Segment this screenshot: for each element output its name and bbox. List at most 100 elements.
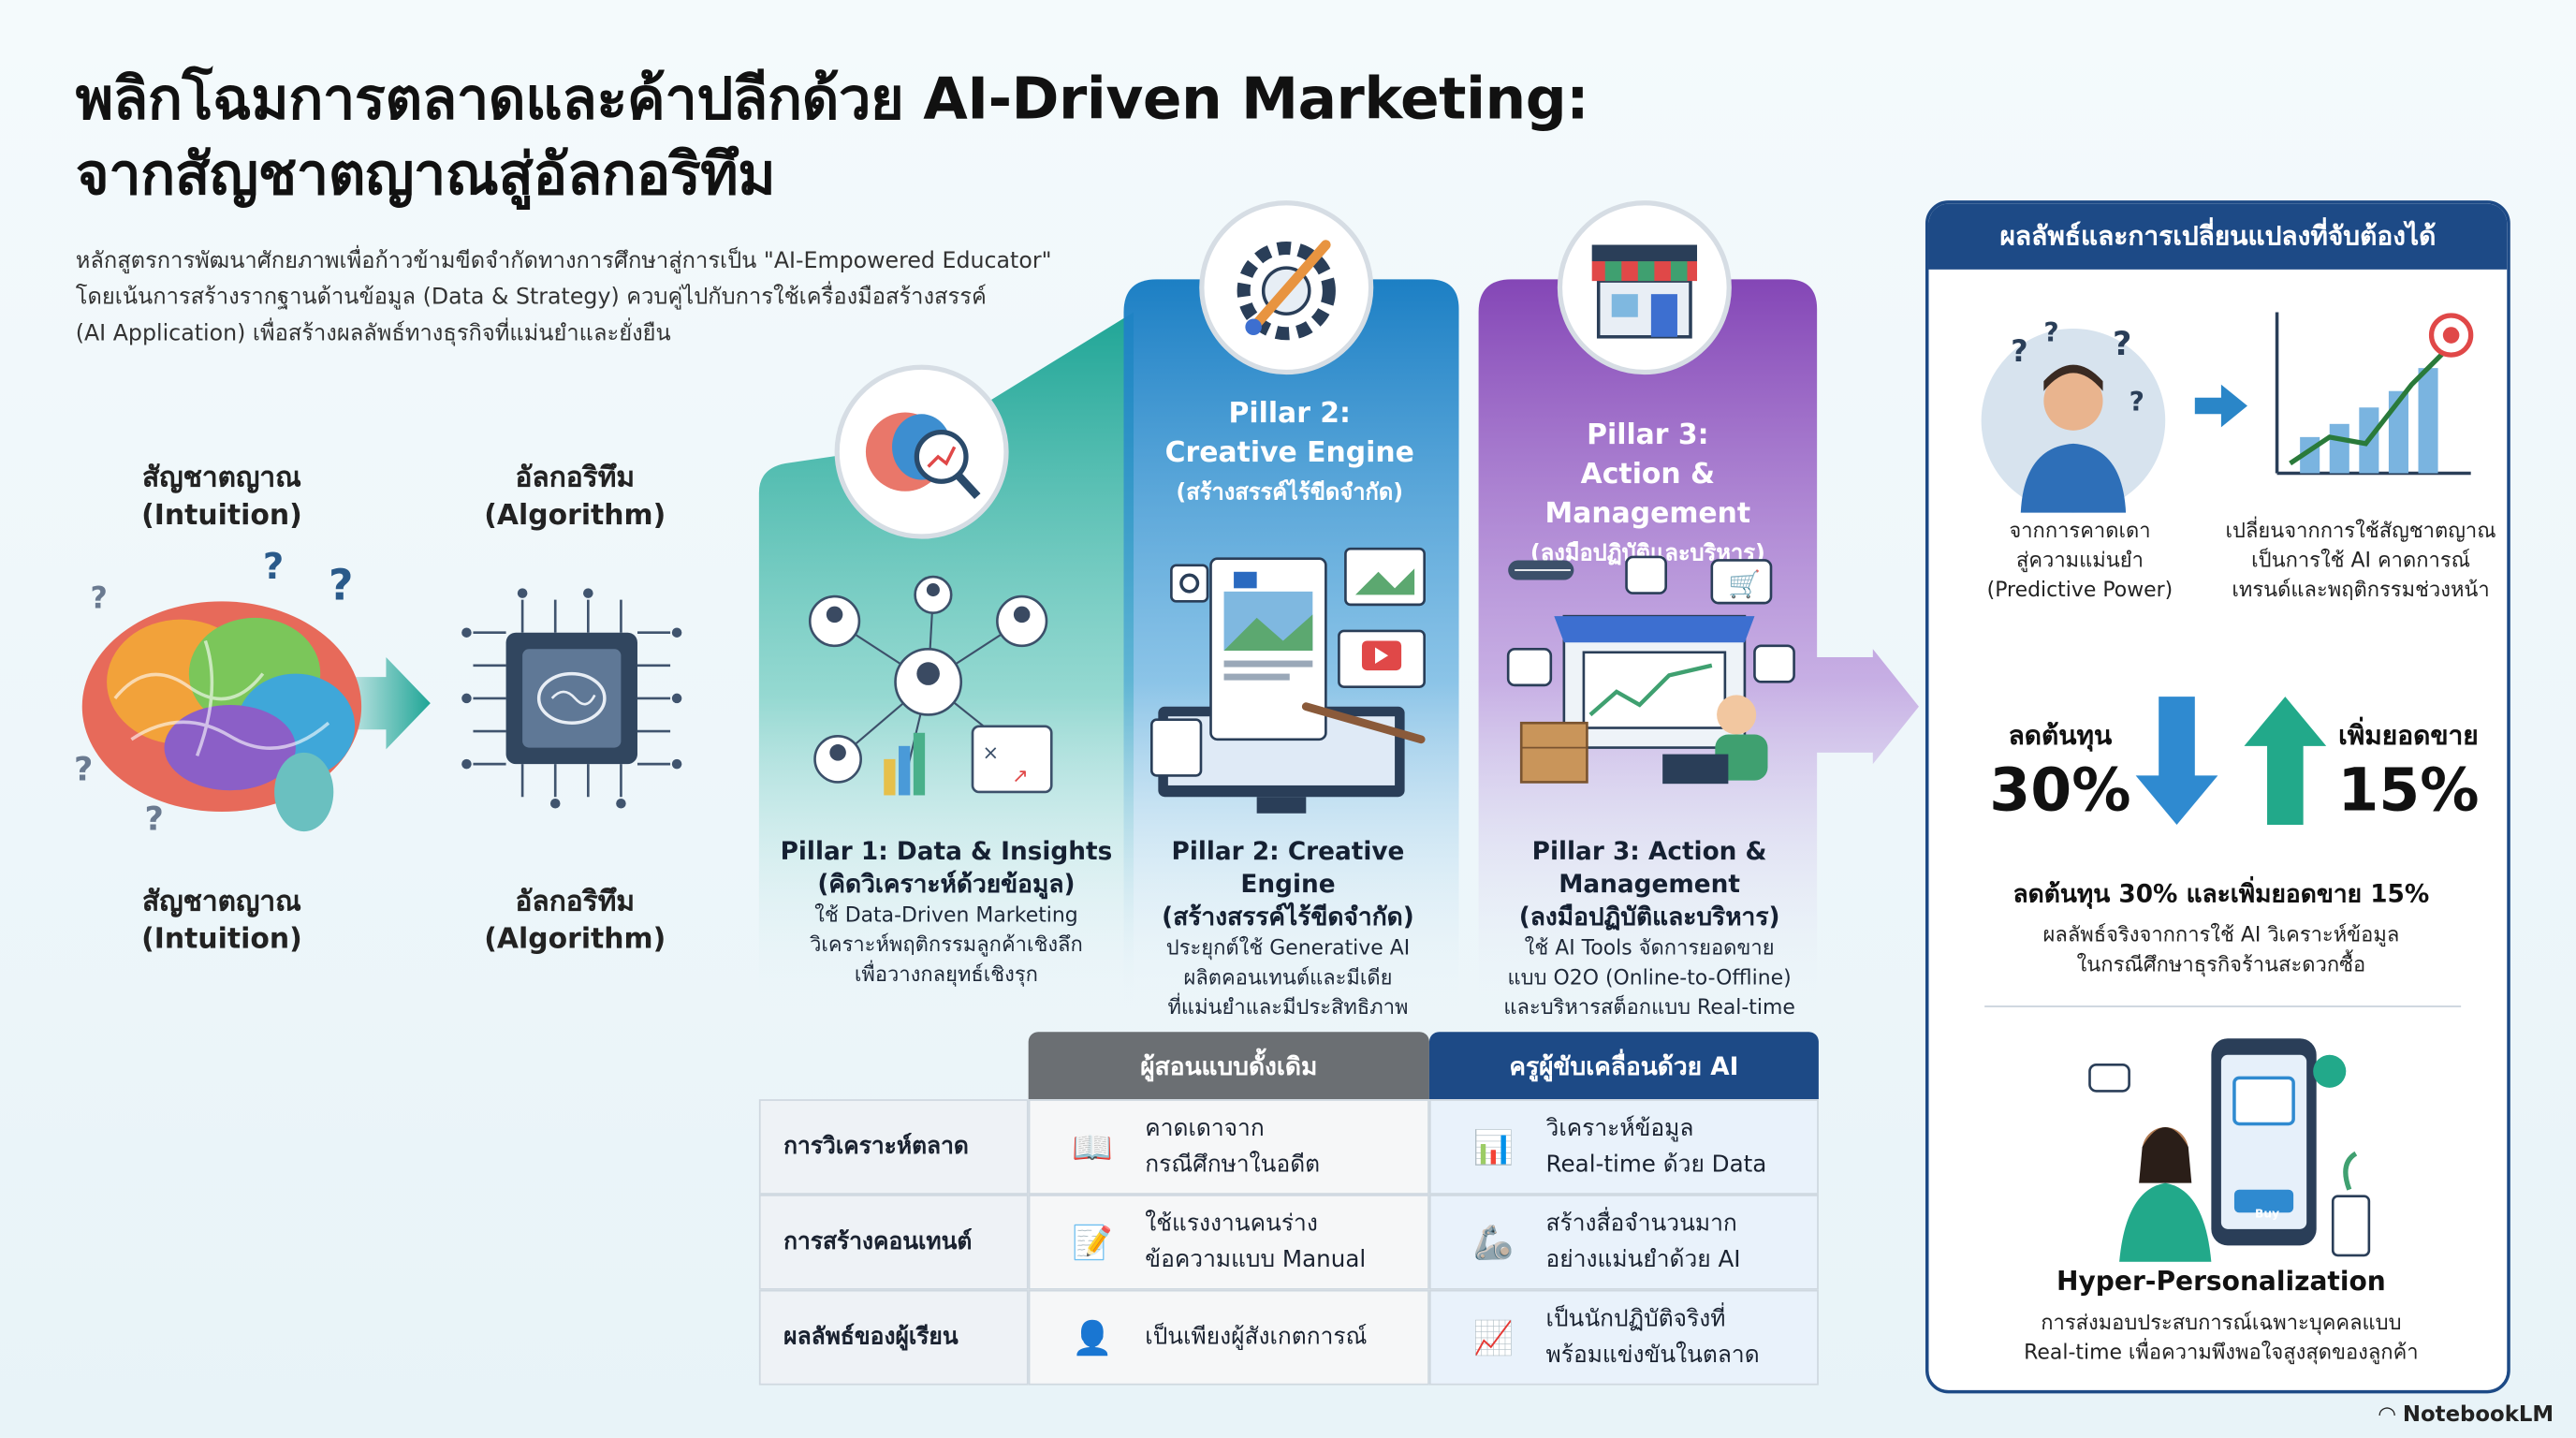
algorithm-th: อัลกอริทึม [515, 885, 636, 919]
pillar-3-body: แบบ O2O (Online-to-Offline) [1507, 964, 1792, 990]
pillar-2-title: Pillar 2: Creative Engine [1171, 836, 1405, 900]
ai-chip-icon [461, 588, 682, 809]
svg-text:?: ? [2043, 317, 2058, 348]
comparison-table: ผู้สอนแบบดั้งเดิม ครูผู้ขับเคลื่อนด้วย A… [758, 1032, 1819, 1393]
algorithm-en: (Algorithm) [484, 923, 666, 957]
caption-line: เทรนด์และพฤติกรรมช่วงหน้า [2232, 577, 2490, 602]
arrow-down-icon [2135, 697, 2218, 826]
intuition-en: (Intuition) [141, 499, 302, 533]
svg-text:?: ? [2113, 325, 2131, 363]
pillar-2-body: ผลิตคอนเทนต์และมีเดีย [1183, 964, 1393, 990]
cell-text: อย่างแม่นยำด้วย AI [1545, 1247, 1741, 1274]
pillar-3-caption: Pillar 3: Action & Management (ลงมือปฏิบ… [1456, 835, 1843, 1022]
svg-text:?: ? [263, 546, 284, 588]
caption-line: จากการคาดเดา [2009, 517, 2151, 543]
shopping-phone-illustration [2088, 1038, 2371, 1262]
predictive-caption: จากการคาดเดา สู่ความแม่นยำ (Predictive P… [1949, 516, 2212, 605]
intuition-th: สัญชาตญาณ [141, 885, 301, 919]
cell-text: คาดเดาจาก [1145, 1115, 1265, 1142]
pillar-1-body: วิเคราะห์พฤติกรรมลูกค้าเชิงลึก [810, 932, 1083, 957]
traditional-cell: 👤 เป็นเพียงผู้สังเกตการณ์ [1028, 1289, 1429, 1386]
pillar-2-banner: Pillar 2: Creative Engine (สร้างสรรค์ไร้… [1134, 394, 1445, 509]
content-creation-illustration [1150, 547, 1426, 814]
pillar-3-title: Pillar 3: Action & Management [1531, 836, 1767, 900]
cost-value: 30% [1989, 757, 2131, 826]
pillar-3-subtitle: (ลงมือปฏิบัติและบริหาร) [1518, 902, 1780, 932]
pillar-3-banner: Pillar 3: Action & Management (ลงมือปฏิบ… [1484, 416, 1812, 570]
pillar-1-body: ใช้ Data-Driven Marketing [814, 902, 1078, 927]
document-pen-icon: 📝 [1072, 1222, 1113, 1262]
sales-value: 15% [2337, 757, 2480, 826]
svg-text:🛒: 🛒 [1728, 569, 1761, 600]
notebooklm-logo-icon: ◠ [2378, 1402, 2403, 1429]
sales-label: เพิ่มยอดขาย [2338, 719, 2479, 752]
phone-buy-button: Buy [2254, 1207, 2280, 1222]
intuition-th: สัญชาตญาณ [141, 462, 301, 495]
pillar-2-banner-line2: Creative Engine [1164, 436, 1414, 470]
hp-line: การส่งมอบประสบการณ์เฉพาะบุคคลแบบ [2041, 1309, 2402, 1335]
svg-text:×: × [983, 741, 1000, 764]
intro-text: หลักสูตรการพัฒนาศักยภาพเพื่อก้าวข้ามขีดจ… [76, 243, 1127, 352]
title-line-1: พลิกโฉมการตลาดและค้าปลีกด้วย AI-Driven M… [75, 66, 1589, 134]
ai-cell: 📈 เป็นนักปฏิบัติจริงที่พร้อมแข่งขันในตลา… [1428, 1289, 1819, 1386]
brain-magnifier-icon [834, 364, 1009, 539]
cell-text: ข้อความแบบ Manual [1145, 1247, 1367, 1274]
row-label: การสร้างคอนเทนต์ [758, 1194, 1029, 1290]
cell-text: ใช้แรงงานคนร่าง [1145, 1211, 1318, 1238]
caption-line: เป็นการใช้ AI คาดการณ์ [2251, 547, 2470, 572]
algorithm-label-bottom: อัลกอริทึม (Algorithm) [452, 884, 698, 960]
svg-text:?: ? [144, 800, 163, 838]
svg-text:?: ? [329, 561, 353, 610]
pillar-2-subtitle: (สร้างสรรค์ไร้ขีดจำกัด) [1162, 902, 1414, 932]
table-row: ผลลัพธ์ของผู้เรียน 👤 เป็นเพียงผู้สังเกตก… [758, 1289, 1819, 1386]
ai-cell: 🦾 สร้างสื่อจำนวนมากอย่างแม่นยำด้วย AI [1428, 1194, 1819, 1290]
algorithm-th: อัลกอริทึม [515, 462, 636, 495]
row-label: การวิเคราะห์ตลาด [758, 1099, 1029, 1195]
divider [1984, 1005, 2462, 1007]
algorithm-en: (Algorithm) [484, 499, 666, 533]
pillar-3-body: และบริหารสต็อกแบบ Real-time [1503, 993, 1795, 1020]
hp-line: Real-time เพื่อความพึงพอใจสูงสุดของลูกค้… [2024, 1339, 2419, 1364]
robot-arm-icon: 🦾 [1472, 1222, 1515, 1262]
cell-text: พร้อมแข่งขันในตลาด [1545, 1342, 1760, 1369]
pillar-2-caption: Pillar 2: Creative Engine (สร้างสรรค์ไร้… [1127, 835, 1449, 1022]
cell-text: Real-time ด้วย Data [1545, 1152, 1767, 1179]
intuition-label-top: สัญชาตญาณ (Intuition) [98, 460, 344, 536]
thinking-person-icon: ? ? ? ? [1981, 317, 2166, 513]
summary-line: ผลลัพธ์จริงจากการใช้ AI วิเคราะห์ข้อมูล [2042, 921, 2400, 946]
flow-arrow-1 [336, 657, 431, 750]
traditional-cell: 📖 คาดเดาจากกรณีศึกษาในอดีต [1028, 1099, 1429, 1195]
pillar-2-body: ที่แม่นยำและมีประสิทธิภาพ [1167, 993, 1409, 1020]
col-header-traditional: ผู้สอนแบบดั้งเดิม [1028, 1032, 1429, 1100]
intro-line: หลักสูตรการพัฒนาศักยภาพเพื่อก้าวข้ามขีดจ… [75, 248, 1052, 275]
pillar-3-banner-line1: Pillar 3: [1587, 418, 1709, 452]
ai-forecast-caption: เปลี่ยนจากการใช้สัญชาตญาณ เป็นการใช้ AI … [2208, 516, 2507, 605]
intro-line: (AI Application) เพื่อสร้างผลลัพธ์ทางธุร… [75, 320, 671, 347]
results-panel: ผลลัพธ์และการเปลี่ยนแปลงที่จับต้องได้ ? … [1925, 200, 2510, 1394]
intuition-en: (Intuition) [141, 923, 302, 957]
arrow-up-icon [2244, 697, 2327, 826]
caption-line: (Predictive Power) [1986, 577, 2174, 602]
summary-title: ลดต้นทุน 30% และเพิ่มยอดขาย 15% [2012, 878, 2430, 909]
watermark-text: NotebookLM [2402, 1402, 2554, 1429]
page-title: พลิกโฉมการตลาดและค้าปลีกด้วย AI-Driven M… [76, 63, 1719, 213]
sales-metric: เพิ่มยอดขาย 15% [2310, 716, 2508, 825]
table-row: การวิเคราะห์ตลาด 📖 คาดเดาจากกรณีศึกษาในอ… [758, 1099, 1819, 1195]
summary-body: ผลลัพธ์จริงจากการใช้ AI วิเคราะห์ข้อมูล … [1942, 920, 2501, 979]
gear-brush-icon [1199, 200, 1374, 375]
o2o-store-illustration: 🛒 [1506, 555, 1795, 785]
results-panel-header: ผลลัพธ์และการเปลี่ยนแปลงที่จับต้องได้ [1928, 203, 2508, 270]
observer-person-icon: 👤 [1072, 1317, 1113, 1357]
svg-text:?: ? [2130, 387, 2144, 418]
watermark: ◠ NotebookLM [2378, 1403, 2554, 1428]
data-network-illustration: ×↗ [808, 575, 1053, 796]
summary-line: ในกรณีศึกษาธุรกิจร้านสะดวกซื้อ [2076, 951, 2366, 976]
pillar-2-body: ประยุกต์ใช้ Generative AI [1165, 934, 1411, 960]
row-label: ผลลัพธ์ของผู้เรียน [758, 1289, 1029, 1386]
pillar-2-banner-line1: Pillar 2: [1228, 397, 1351, 431]
growth-chart-icon [2275, 312, 2474, 476]
store-icon [1557, 200, 1732, 375]
pillar-3-banner-line2: Action & Management [1544, 458, 1751, 531]
